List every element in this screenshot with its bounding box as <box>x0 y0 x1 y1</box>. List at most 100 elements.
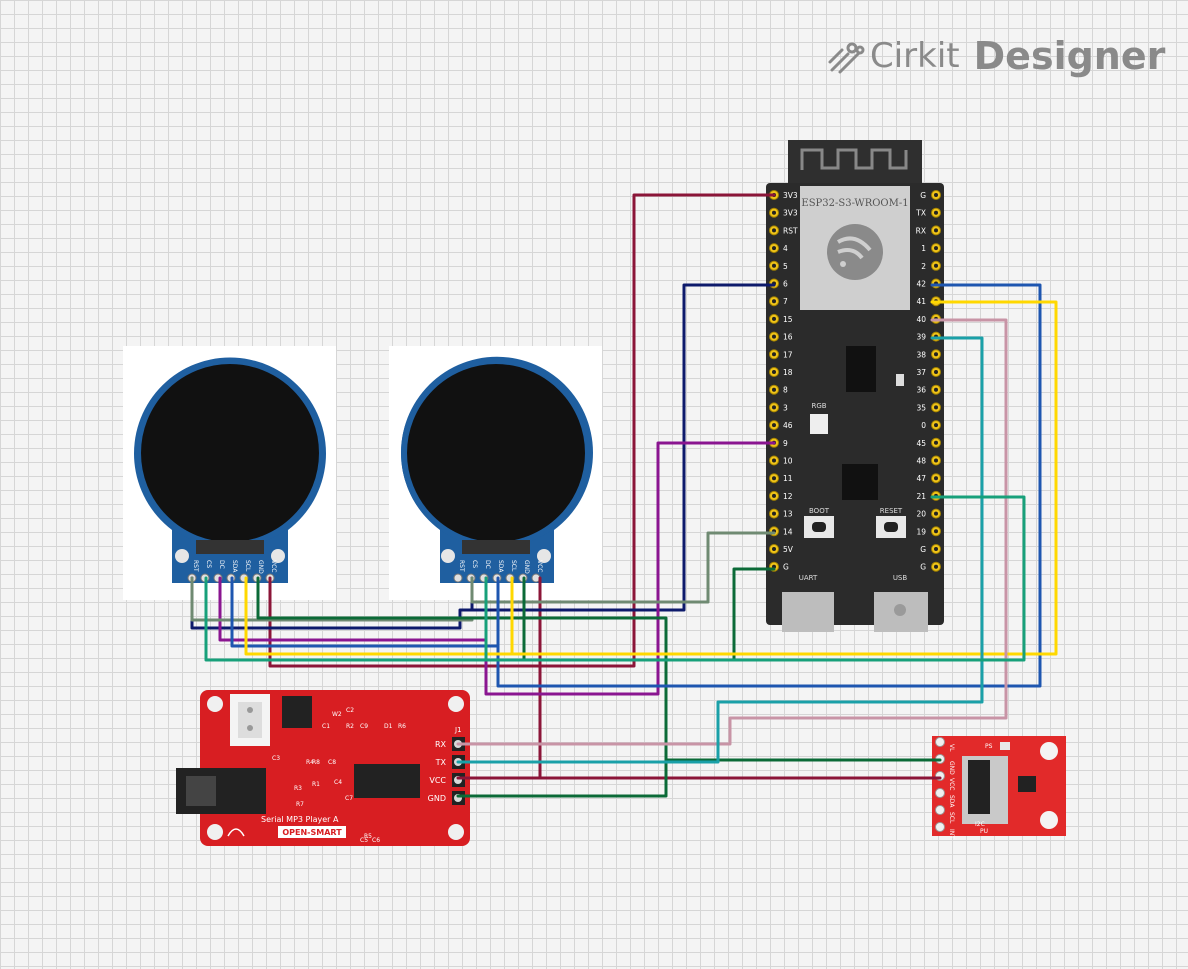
esp32-pin-2-hole <box>934 263 938 268</box>
mount-hole <box>175 549 189 563</box>
solder-jumper <box>1000 742 1010 750</box>
wire-3v3[interactable] <box>538 193 776 668</box>
esp32-pin-label: 0 <box>921 421 926 430</box>
audio-jack-opening <box>186 776 216 806</box>
esp32-pin-label: G <box>920 545 926 554</box>
esp32-pin-label: 39 <box>916 333 926 342</box>
display-pin-rst[interactable] <box>453 573 463 583</box>
sensor-pin-sda[interactable] <box>935 788 945 798</box>
esp32-pin-label: 38 <box>916 350 926 359</box>
mp3-component-label: W2 <box>332 711 342 718</box>
usb-label: USB <box>893 574 908 582</box>
usb-port-hole <box>894 604 906 616</box>
display-1-screen <box>135 358 325 548</box>
esp32-pin-g-hole <box>934 193 938 197</box>
wire-gpio21[interactable] <box>204 495 1026 662</box>
mount-hole <box>271 549 285 563</box>
sensor-pin-vl[interactable] <box>935 737 945 747</box>
esp32-pin-3v3-hole <box>772 210 776 215</box>
esp32-pin-label: 9 <box>783 439 788 448</box>
mp3-component-label: C1 <box>322 723 330 730</box>
mount-hole <box>537 549 551 563</box>
sensor-pin-label: VL <box>948 744 955 752</box>
sensor-pin-scl[interactable] <box>935 805 945 815</box>
display-pin-label: CS <box>205 560 212 568</box>
esp32-pin-label: 41 <box>916 297 926 306</box>
wire-gpio14-rst[interactable] <box>470 531 776 604</box>
sensor-pin-label: GND <box>948 761 955 775</box>
esp32-pin-label: 14 <box>783 527 793 536</box>
esp32-pin-rx-hole <box>934 228 938 233</box>
wire-gpio39-mp3-tx[interactable] <box>456 336 984 764</box>
reset-button[interactable] <box>876 516 906 538</box>
mount-hole <box>1040 742 1058 760</box>
display-pin-label: SCL <box>510 560 517 572</box>
esp32-pin-16-hole <box>772 334 776 339</box>
display-2-flex-connector <box>462 540 530 554</box>
display-1-flex-connector <box>196 540 264 554</box>
wire-gpio41-scl-disp1[interactable] <box>244 576 514 656</box>
cirkit-logo-icon <box>828 42 865 74</box>
esp32-pin-label: 3V3 <box>783 209 798 218</box>
esp32-pin-46-hole <box>772 423 776 428</box>
regulator-chip <box>282 696 312 728</box>
esp32-pin-12-hole <box>772 493 776 498</box>
wire-gpio42-sda-disp1[interactable] <box>230 576 500 648</box>
wire-gpio41-scl[interactable] <box>510 300 1058 656</box>
mp3-component-label: C5 <box>360 837 368 844</box>
esp32-pin-15-hole <box>772 316 776 321</box>
wire-gpio9-dc-disp1[interactable] <box>218 576 488 642</box>
esp32-pin-18-hole <box>772 370 776 374</box>
wire-gpio14-rst-disp1[interactable] <box>190 576 474 622</box>
espressif-logo-icon <box>827 224 883 280</box>
esp32-pin-3-hole <box>772 405 776 410</box>
mp3-pin-label: RX <box>435 740 447 749</box>
esp32-pin-label: 5 <box>783 262 788 271</box>
mp3-component-label: C2 <box>346 707 354 714</box>
sensor-pin-int[interactable] <box>935 822 945 832</box>
esp32-pin-label: 11 <box>783 474 793 483</box>
mp3-brand: OPEN-SMART <box>282 828 342 837</box>
esp32-pin-13-hole <box>772 511 776 516</box>
mp3-player-module[interactable]: Serial MP3 Player A OPEN-SMART J1 C1C2C3… <box>176 690 470 846</box>
esp32-pin-7-hole <box>772 299 776 304</box>
esp32-pin-label: 5V <box>783 545 794 554</box>
esp32-pin-37-hole <box>934 370 938 374</box>
wire-3v3-disp1-vcc[interactable] <box>268 576 542 668</box>
mp3-component-label: R3 <box>294 785 302 792</box>
esp32-pin-label: RX <box>916 226 926 235</box>
esp32-pin-36-hole <box>934 387 938 392</box>
sensor-pin-label: VCC <box>948 778 955 790</box>
brand-name-bold: Designer <box>973 34 1166 78</box>
esp32-pin-label: 10 <box>783 457 793 466</box>
esp32-pin-label: 45 <box>916 439 926 448</box>
sensor-pin-label: INT <box>948 829 955 839</box>
esp32-board[interactable]: ESP32-S3-WROOM-1 RGB BOOT RESET UART USB… <box>766 140 944 632</box>
mp3-component-label: D1 <box>384 723 393 730</box>
esp32-pin-35-hole <box>934 405 938 410</box>
wire-gpio40-mp3-rx[interactable] <box>456 318 1008 746</box>
connector-pin <box>247 725 253 731</box>
esp32-pin-label: 42 <box>916 280 926 289</box>
esp32-pin-48-hole <box>934 458 938 463</box>
esp32-pin-label: G <box>920 563 926 572</box>
esp32-pin-label: 15 <box>783 315 793 324</box>
wire-gnd-disp1[interactable] <box>256 576 668 798</box>
boot-button[interactable] <box>804 516 834 538</box>
uart-usb-port[interactable] <box>782 592 834 632</box>
display-pin-label: DC <box>484 560 491 569</box>
esp32-pin-label: 3 <box>783 403 788 412</box>
mp3-title: Serial MP3 Player A <box>261 815 339 824</box>
mount-hole <box>448 696 464 712</box>
mount-hole <box>441 549 455 563</box>
esp32-pin-label: 8 <box>783 386 788 395</box>
esp32-pin-label: 40 <box>916 315 926 324</box>
esp32-pin-11-hole <box>772 476 776 481</box>
uart-label: UART <box>799 574 818 582</box>
esp32-pin-20-hole <box>934 511 938 516</box>
esp32-pin-label: 13 <box>783 510 793 519</box>
wire-gpio42-sda[interactable] <box>496 283 1042 688</box>
